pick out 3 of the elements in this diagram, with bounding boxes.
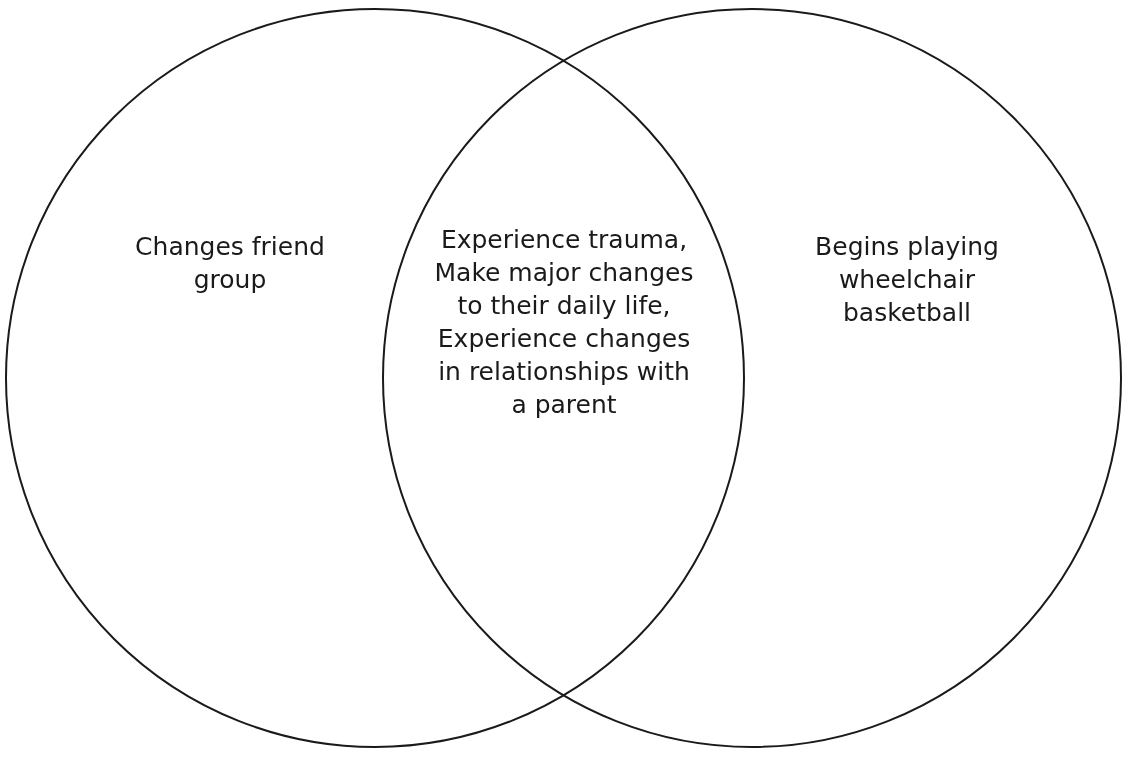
circle-label: Changes friend group <box>134 231 326 296</box>
circle-label: Begins playing wheelchair basketball <box>814 231 1000 329</box>
overlap-label: Experience trauma, Make major changes to their daily life, Experience changes in relationships with a parent <box>433 224 695 421</box>
